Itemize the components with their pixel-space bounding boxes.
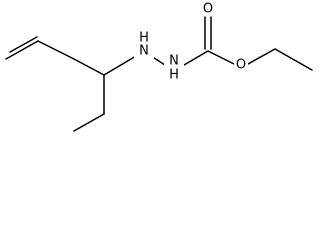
ester-oxygen-mask (234, 58, 248, 73)
ethoxy-terminal-bond (274, 48, 313, 71)
nh-left-mask (134, 31, 154, 59)
hydrazine-h-left-label: H (139, 31, 149, 46)
carbonyl-oxygen-label: O (203, 2, 213, 17)
hydrazine-n-left-label: N (139, 44, 149, 59)
terminal-alkene-bond-inner (9, 36, 38, 53)
carbonyl-to-ester-oxygen-bond (207, 50, 235, 65)
bonds (5, 16, 313, 132)
n-to-carbonyl-bond (183, 50, 209, 66)
chemical-structure-diagram: H N N H O O (5, 1, 313, 132)
atom-label-group: H N N H O O (134, 1, 248, 84)
ester-oxygen-label: O (236, 58, 246, 73)
allyl-ch2-bond (37, 40, 75, 60)
hydrazine-h-right-label: H (169, 68, 179, 83)
nh-right-mask (164, 55, 184, 84)
ethyl-terminal-bond (73, 113, 105, 132)
ester-oxygen-to-ch2-bond (247, 48, 276, 65)
terminal-alkene-bond-outer (5, 40, 39, 60)
ch2-to-methine-bond (73, 58, 105, 76)
methine-to-n-bond (103, 55, 137, 76)
carbonyl-oxygen-mask (201, 1, 215, 16)
hydrazine-n-right-label: N (169, 54, 179, 69)
